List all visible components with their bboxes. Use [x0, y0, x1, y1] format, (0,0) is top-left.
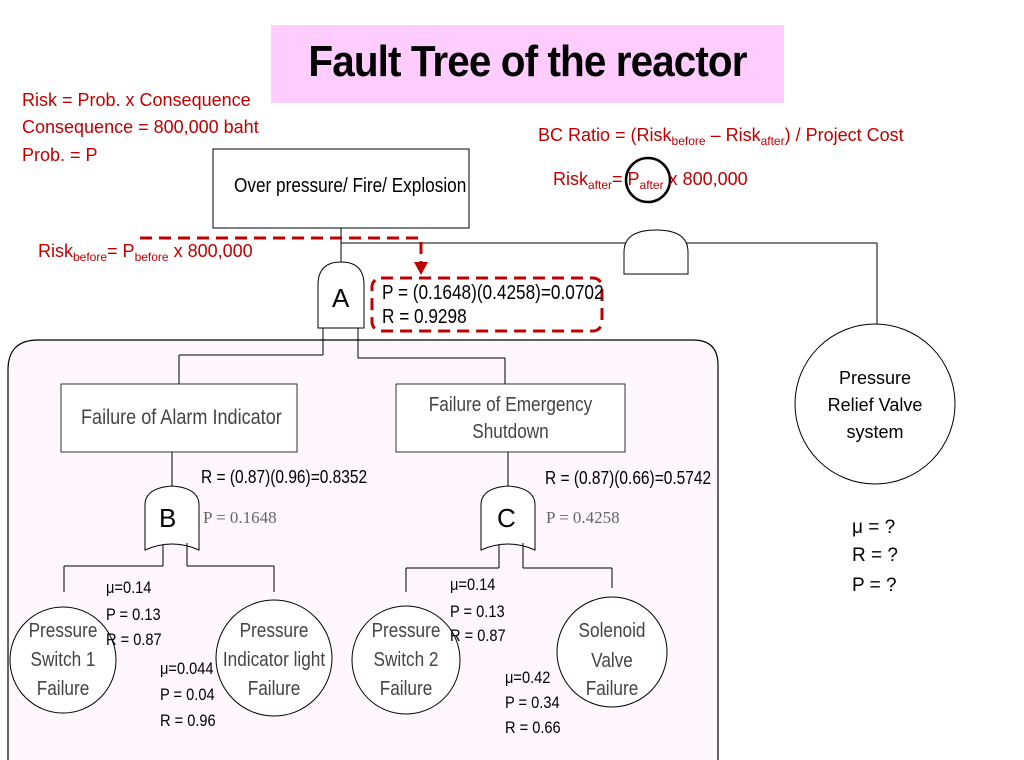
relief-valve-r: R = ?: [852, 545, 898, 566]
gate-a-shape: [317, 261, 365, 329]
basic-event-circle: [215, 599, 333, 717]
event-2-mu: μ=0.044: [160, 659, 214, 678]
relief-valve-line1: Pressure: [838, 368, 912, 388]
event-2-r: R = 0.96: [160, 711, 216, 730]
relief-valve-p: P = ?: [852, 575, 897, 596]
event-4-line1: Solenoid: [578, 620, 646, 642]
event-1-r: R = 0.87: [106, 630, 162, 649]
top-event-box: [212, 148, 470, 229]
event-3-line2: Switch 2: [373, 649, 439, 671]
risk-before-arrow: [140, 236, 423, 262]
gate-c-probability: P = 0.4258: [546, 508, 620, 527]
p-after-highlight: [624, 156, 672, 204]
gate-c-letter: C: [497, 503, 516, 533]
prob-definition: Prob. = P: [22, 145, 98, 165]
event-3-line3: Failure: [379, 678, 433, 700]
event-1-mu: μ=0.14: [106, 578, 152, 597]
gate-a-letter: A: [332, 283, 350, 313]
event-1-p: P = 0.13: [106, 605, 161, 624]
alarm-label: Failure of Alarm Indicator: [81, 406, 282, 429]
event-3-mu: μ=0.14: [450, 575, 496, 594]
risk-before-formula: Riskbefore= Pbefore x 800,000: [38, 241, 253, 264]
alarm-box: [60, 383, 298, 453]
relief-gate-shape: [623, 229, 689, 275]
gate-c-shape: [480, 485, 536, 551]
event-2-p: P = 0.04: [160, 685, 215, 704]
basic-event-circle: [556, 596, 668, 708]
consequence-definition: Consequence = 800,000 baht: [22, 117, 259, 137]
event-4-line3: Failure: [585, 678, 639, 700]
event-4-mu: μ=0.42: [505, 668, 551, 687]
relief-valve-line2: Relief Valve: [827, 395, 923, 415]
event-2-line1: Pressure: [239, 620, 309, 642]
event-2-line2: Indicator light: [222, 649, 326, 671]
event-1-line1: Pressure: [28, 620, 98, 642]
risk-definition: Risk = Prob. x Consequence: [22, 90, 251, 110]
bc-ratio-formula: BC Ratio = (Riskbefore – Riskafter) / Pr…: [538, 125, 904, 148]
event-4-line2: Valve: [591, 650, 633, 672]
event-4-p: P = 0.34: [505, 693, 560, 712]
top-event-label: Over pressure/ Fire/ Explosion: [234, 175, 467, 197]
event-3-line1: Pressure: [371, 620, 441, 642]
title-banner: Fault Tree of the reactor: [271, 25, 784, 103]
basic-event-circle: [9, 606, 117, 714]
relief-valve-mu: μ = ?: [852, 517, 896, 538]
relief-valve-circle: [794, 323, 956, 485]
event-1-line3: Failure: [36, 678, 90, 700]
gate-a-reliability: R = 0.9298: [382, 306, 467, 328]
emergency-reliability: R = (0.87)(0.66)=0.5742: [545, 468, 712, 488]
basic-event-circle: [351, 605, 461, 715]
relief-valve-line3: system: [846, 422, 904, 442]
risk-after-formula: Riskafter= Pafter x 800,000: [553, 169, 748, 192]
gate-a-callout: [370, 276, 604, 333]
emergency-box: [395, 383, 626, 453]
gate-b-shape: [144, 485, 200, 551]
emergency-label-line1: Failure of Emergency: [428, 394, 593, 416]
event-3-r: R = 0.87: [450, 626, 506, 645]
event-1-line2: Switch 1: [30, 649, 96, 671]
emergency-label-line2: Shutdown: [472, 421, 549, 443]
event-2-line3: Failure: [247, 678, 301, 700]
alarm-reliability: R = (0.87)(0.96)=0.8352: [201, 467, 368, 487]
gate-b-probability: P = 0.1648: [203, 508, 277, 527]
gate-a-probability: P = (0.1648)(0.4258)=0.0702: [382, 282, 604, 304]
page-title: Fault Tree of the reactor: [308, 37, 747, 86]
event-4-r: R = 0.66: [505, 718, 561, 737]
event-3-p: P = 0.13: [450, 602, 505, 621]
gate-b-letter: B: [159, 503, 177, 533]
